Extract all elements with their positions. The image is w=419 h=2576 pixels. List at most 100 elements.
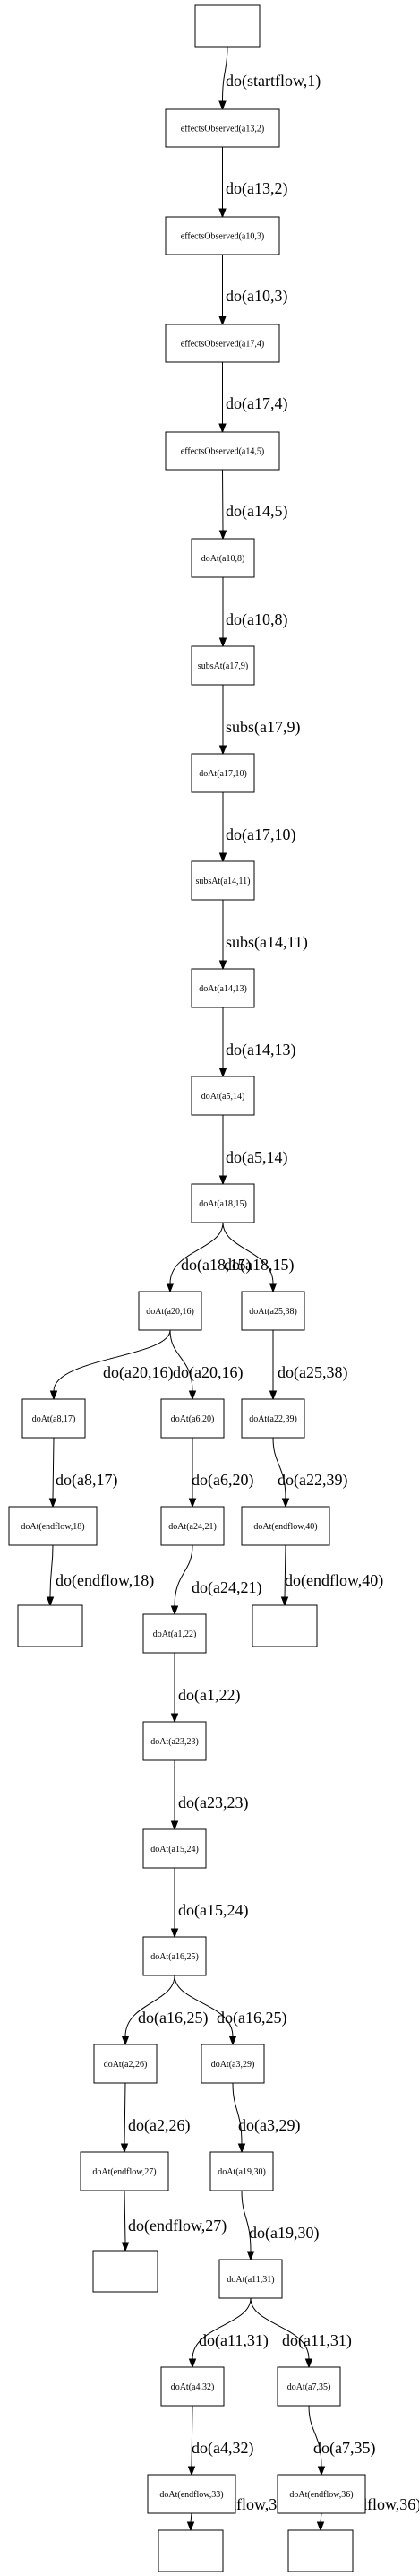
state-box	[201, 2044, 265, 2084]
edge-label: do(a20,16)	[103, 1363, 173, 1382]
state-node	[287, 2529, 354, 2572]
transition-edge: do(a18,15)	[222, 1222, 294, 1293]
state-label: doAt(a24,21)	[168, 1522, 217, 1532]
edge-label: do(endflow,40)	[285, 1571, 383, 1590]
state-box	[160, 2366, 225, 2407]
state-label: doAt(a10,8)	[201, 554, 245, 564]
edge-label: do(endflow,27)	[128, 2217, 227, 2235]
state-node: doAt(a5,14)	[191, 1076, 255, 1116]
edge-line	[222, 46, 228, 102]
state-node: doAt(a6,20)	[160, 1398, 225, 1439]
arrowhead	[46, 1596, 55, 1607]
state-box	[21, 1398, 86, 1439]
state-box	[218, 2259, 283, 2299]
state-label: doAt(a18,15)	[199, 1199, 247, 1209]
transition-edge: do(a6,20)	[188, 1438, 253, 1508]
state-label: doAt(a25,38)	[249, 1307, 297, 1317]
transition-edge: do(a17,10)	[218, 792, 295, 863]
edge-label: do(a8,17)	[56, 1471, 117, 1490]
state-box	[241, 1291, 305, 1331]
state-label: doAt(a20,16)	[146, 1307, 194, 1317]
transition-edge: do(a16,25)	[174, 1975, 286, 2046]
edge-label: do(a18,15)	[224, 1256, 294, 1275]
state-label: doAt(a1,22)	[153, 1629, 197, 1639]
edge-line	[272, 1437, 286, 1500]
state-node: effectsObserved(a13,2)	[165, 108, 280, 148]
state-node: doAt(a10,8)	[191, 538, 255, 578]
arrowhead	[280, 1596, 289, 1607]
edge-label: do(a5,14)	[226, 1148, 287, 1167]
state-box	[158, 2529, 224, 2572]
edge-label: do(a18,15)	[181, 1256, 251, 1275]
state-node: doAt(a16,25)	[142, 1936, 207, 1976]
edge-label: do(a10,3)	[226, 287, 287, 306]
arrowhead	[304, 2358, 313, 2369]
edge-line	[250, 2297, 310, 2360]
state-box	[165, 431, 280, 471]
transition-edge: do(a25,38)	[269, 1330, 347, 1401]
edge-line	[192, 2297, 252, 2360]
edge-line	[169, 1222, 224, 1284]
state-label: doAt(endflow,33)	[159, 2490, 223, 2500]
state-node: doAt(a18,15)	[191, 1183, 255, 1223]
edge-label: do(a23,23)	[178, 1794, 248, 1812]
edge-label: do(a16,25)	[217, 2009, 286, 2027]
state-box	[165, 216, 280, 255]
state-node: doAt(a22,39)	[241, 1398, 305, 1439]
state-node: doAt(a20,16)	[138, 1291, 202, 1331]
state-node: doAt(a8,17)	[21, 1398, 86, 1439]
state-box	[191, 645, 255, 686]
arrowhead	[317, 2466, 326, 2477]
transition-edge: do(a5,14)	[218, 1115, 287, 1186]
state-label: doAt(a11,31)	[227, 2275, 274, 2285]
state-box	[80, 2151, 169, 2191]
arrowhead	[316, 2521, 325, 2532]
state-box	[277, 2366, 341, 2407]
state-label: doAt(a16,25)	[150, 1952, 199, 1962]
state-box	[277, 2474, 366, 2514]
edge-line	[284, 1544, 286, 1598]
state-label: doAt(endflow,27)	[92, 2167, 156, 2177]
arrowhead	[218, 960, 227, 971]
state-node: doAt(endflow,36)	[277, 2474, 366, 2514]
arrowhead	[237, 2143, 246, 2154]
state-box	[191, 860, 255, 901]
state-label: doAt(a14,13)	[199, 984, 247, 994]
transition-edge: subs(a14,11)	[218, 900, 308, 971]
arrowhead	[170, 1605, 179, 1616]
state-box	[191, 538, 255, 578]
state-node: doAt(a23,23)	[142, 1721, 207, 1761]
edge-label: do(a14,5)	[226, 502, 287, 521]
transition-edge: do(startflow,1)	[218, 46, 321, 111]
arrowhead	[269, 1283, 278, 1293]
edge-line	[174, 1975, 234, 2037]
edge-label: do(a17,10)	[226, 826, 295, 844]
edge-line	[174, 1544, 193, 1607]
edge-label: do(a11,31)	[282, 2331, 352, 2350]
transition-edge: do(a4,32)	[187, 2405, 253, 2477]
arrowhead	[170, 1713, 179, 1724]
state-node: subsAt(a17,9)	[191, 645, 255, 686]
arrowhead	[218, 100, 227, 111]
transition-edge: do(a7,35)	[308, 2405, 375, 2477]
arrowhead	[218, 208, 227, 219]
state-label: doAt(a23,23)	[150, 1737, 199, 1747]
arrowhead	[170, 1820, 179, 1831]
state-label: effectsObserved(a17,4)	[181, 340, 264, 350]
state-node: doAt(a11,31)	[218, 2259, 283, 2299]
state-node: doAt(endflow,27)	[80, 2151, 169, 2191]
state-box	[252, 1604, 318, 1647]
edge-label: do(a10,8)	[226, 610, 287, 629]
transition-edge: subs(a17,9)	[218, 685, 301, 756]
arrowhead	[218, 423, 227, 434]
state-box	[147, 2474, 236, 2514]
arrowhead	[218, 745, 227, 756]
transition-edge: do(a10,3)	[218, 255, 287, 326]
state-label: doAt(a6,20)	[171, 1414, 215, 1424]
edge-label: do(a14,13)	[226, 1041, 295, 1059]
state-node	[194, 4, 261, 48]
edge-label: do(a4,32)	[192, 2439, 253, 2458]
state-box	[92, 2250, 158, 2293]
transition-edge: do(a19,30)	[241, 2190, 319, 2261]
